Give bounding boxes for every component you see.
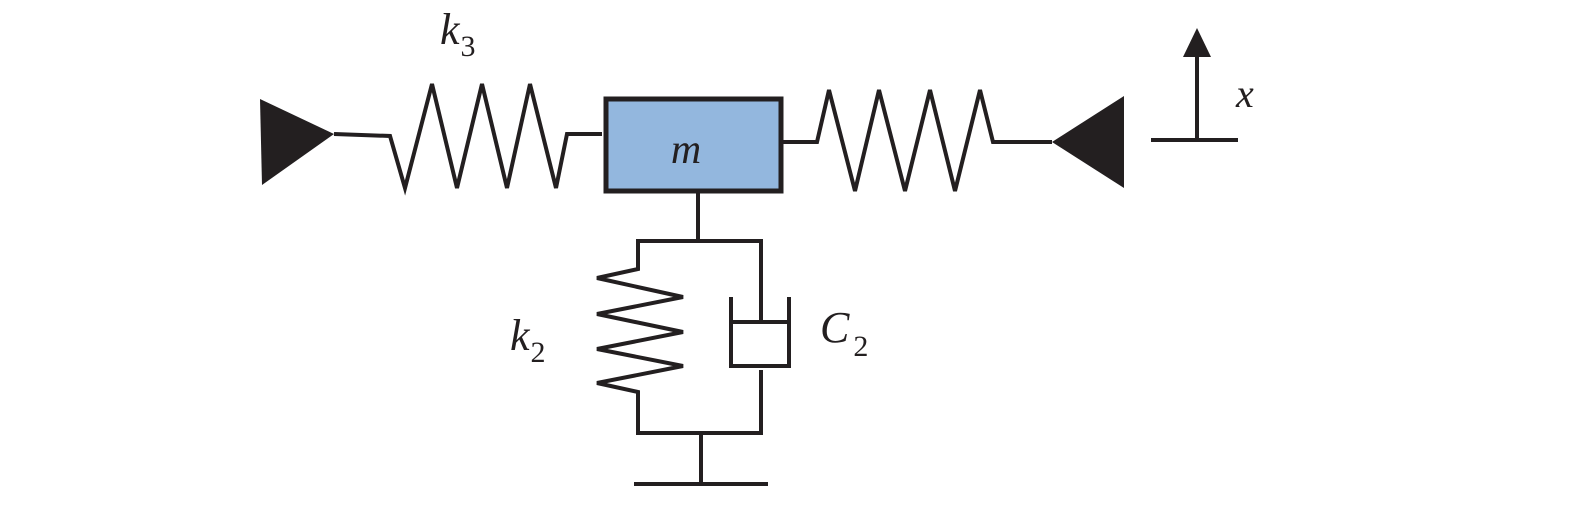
left-support-icon [260,99,334,185]
k2-label: k2 [510,311,546,369]
mass-label: m [671,127,701,173]
x-axis-label: x [1235,71,1254,116]
up-arrow-icon [1183,28,1211,57]
left-spring-k3 [333,83,602,196]
right-spring [781,89,1052,192]
mass-block [603,96,784,194]
k3-label: k3 [440,5,476,63]
right-support-icon [1052,96,1124,188]
vertical-spring-k2 [596,241,684,433]
